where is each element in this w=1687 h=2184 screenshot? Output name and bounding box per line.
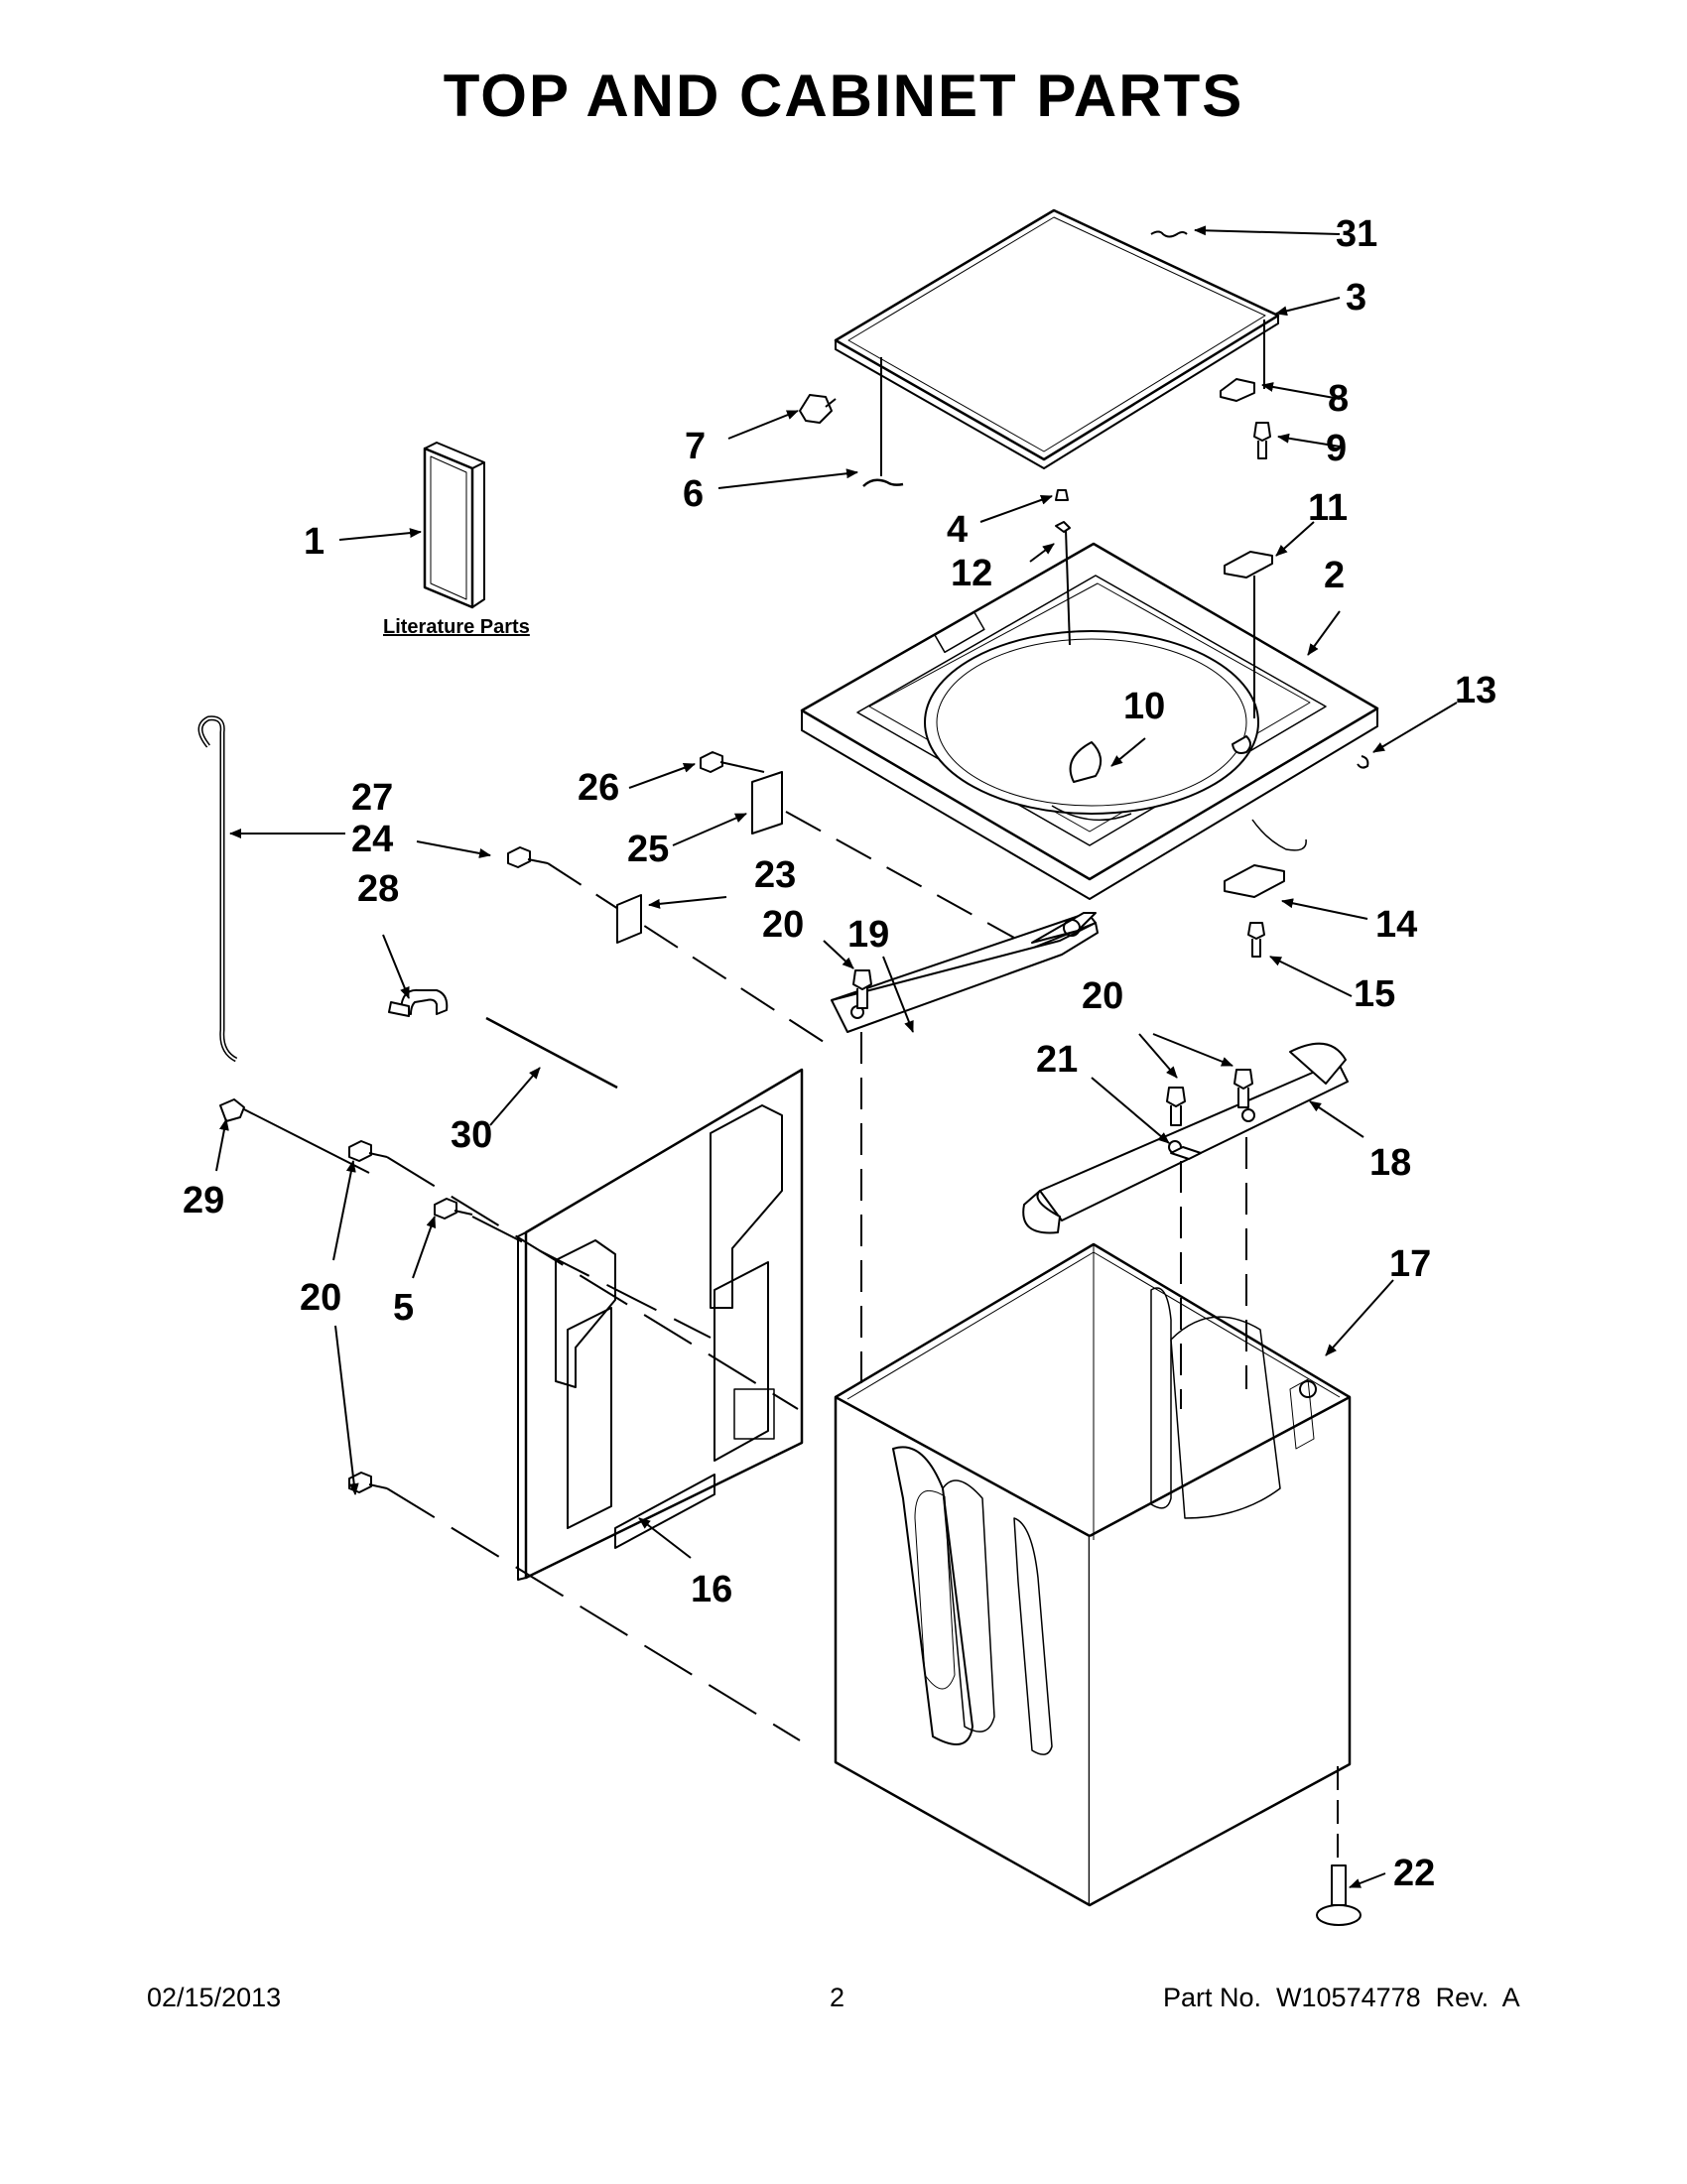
- callout-4: 4: [947, 509, 968, 551]
- callout-20-c: 20: [300, 1277, 341, 1319]
- callout-2: 2: [1324, 555, 1345, 596]
- callout-8: 8: [1328, 378, 1349, 420]
- callout-26: 26: [578, 767, 619, 809]
- callout-31: 31: [1336, 213, 1377, 255]
- callout-19: 19: [847, 914, 889, 956]
- callout-28: 28: [357, 868, 399, 910]
- top-panel: [800, 542, 1379, 900]
- callout-13: 13: [1455, 670, 1496, 711]
- callout-11: 11: [1308, 487, 1348, 529]
- callout-12: 12: [951, 553, 992, 594]
- callout-3: 3: [1346, 277, 1366, 319]
- callout-22: 22: [1393, 1853, 1435, 1894]
- literature-parts-label: Literature Parts: [383, 616, 530, 638]
- callout-6: 6: [683, 473, 704, 515]
- callout-25: 25: [627, 829, 669, 870]
- callout-7: 7: [685, 426, 706, 467]
- callout-30: 30: [451, 1114, 492, 1156]
- footer-part-number: Part No. W10574778 Rev. A: [1163, 1983, 1520, 2012]
- footer-date: 02/15/2013: [147, 1983, 282, 2012]
- callout-10: 10: [1123, 686, 1165, 727]
- lid: [834, 208, 1280, 469]
- callout-18: 18: [1369, 1142, 1411, 1184]
- cabinet: [834, 1242, 1352, 1907]
- callout-29: 29: [183, 1180, 224, 1221]
- rear-panel: [517, 1068, 804, 1581]
- callout-14: 14: [1375, 904, 1417, 946]
- literature-book: [423, 442, 485, 609]
- callout-20-a: 20: [762, 904, 804, 946]
- callout-15: 15: [1354, 973, 1395, 1015]
- callout-27: 27: [351, 777, 393, 819]
- callout-5: 5: [393, 1287, 414, 1329]
- callout-23: 23: [754, 854, 796, 896]
- page-title: TOP AND CABINET PARTS: [443, 63, 1244, 129]
- callout-16: 16: [691, 1569, 732, 1610]
- callout-24: 24: [351, 819, 393, 860]
- callout-20-b: 20: [1082, 975, 1123, 1017]
- front-brace: [1022, 1042, 1349, 1234]
- lid-bolt: [799, 394, 837, 424]
- callout-9: 9: [1326, 428, 1347, 469]
- callout-21: 21: [1036, 1039, 1078, 1081]
- footer-page-number: 2: [830, 1983, 845, 2012]
- callout-1: 1: [304, 521, 324, 563]
- callout-17: 17: [1389, 1243, 1431, 1285]
